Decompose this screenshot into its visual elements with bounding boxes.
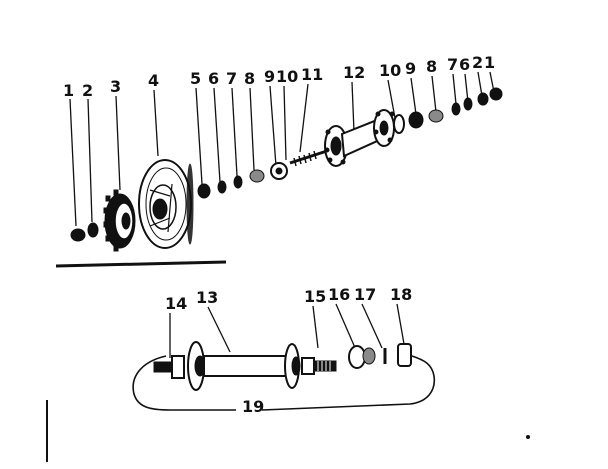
part-13-hub-body [187, 341, 301, 391]
part-16-nut [348, 345, 376, 369]
part-9-cone-right [408, 111, 424, 129]
callout-5: 5 [190, 69, 201, 88]
part-5-cone [197, 183, 211, 199]
callout-3: 3 [110, 77, 121, 96]
part-2-washer-left [87, 222, 99, 238]
callout-1-left: 1 [63, 81, 74, 100]
upper-assembly: 1 2 3 4 5 6 7 8 9 10 11 12 10 9 8 7 6 2 … [55, 53, 503, 268]
callout-1-right: 1 [484, 53, 495, 72]
callout-4: 4 [148, 71, 159, 90]
part-9-bearing-left [270, 162, 288, 180]
callout-2-right: 2 [472, 53, 483, 72]
scan-speck [526, 435, 530, 439]
callout-11: 11 [301, 65, 323, 84]
callout-13: 13 [196, 288, 218, 307]
part-4-disc [138, 159, 194, 249]
part-18-cap [397, 343, 412, 367]
callout-19: 19 [242, 397, 264, 416]
callout-18: 18 [390, 285, 412, 304]
lower-assembly: 14 13 15 16 17 18 19 [132, 285, 436, 416]
part-14-threaded-end [153, 355, 185, 379]
callout-14: 14 [165, 294, 187, 313]
part-1-nut-right [489, 87, 503, 101]
part-8-cone [249, 169, 265, 183]
callout-15: 15 [304, 287, 326, 306]
part-6-washer [217, 180, 227, 194]
callout-9-left: 9 [264, 67, 275, 86]
callout-12: 12 [343, 63, 365, 82]
callout-6-right: 6 [459, 55, 470, 74]
callout-9-right: 9 [405, 59, 416, 78]
callout-10-right: 10 [379, 61, 401, 80]
upper-leader-lines [69, 71, 495, 227]
part-6-washer-right [463, 97, 473, 111]
callout-6-left: 6 [208, 69, 219, 88]
callout-7-left: 7 [226, 69, 237, 88]
part-12-hub-shell [324, 109, 395, 167]
part-10-bearing-right [393, 114, 405, 134]
part-11-axle [289, 148, 331, 167]
callout-16: 16 [328, 285, 350, 304]
callout-8-left: 8 [244, 69, 255, 88]
upper-baseline-rule [55, 260, 227, 268]
part-3-sprocket [103, 189, 136, 252]
part-15-axle-stub [301, 357, 337, 375]
part-2-washer-right [477, 92, 489, 106]
callout-2-left: 2 [82, 81, 93, 100]
part-19-bracket-outline [132, 355, 436, 411]
part-8-washer-right [428, 109, 444, 123]
callout-7-right: 7 [447, 55, 458, 74]
lower-leader-lines [169, 303, 405, 358]
callout-8-right: 8 [426, 57, 437, 76]
callout-10-left: 10 [276, 67, 298, 86]
part-1-nut-left [70, 228, 86, 242]
part-7-nut-right [451, 102, 461, 116]
callout-17: 17 [354, 285, 376, 304]
part-7-nut [233, 175, 243, 189]
